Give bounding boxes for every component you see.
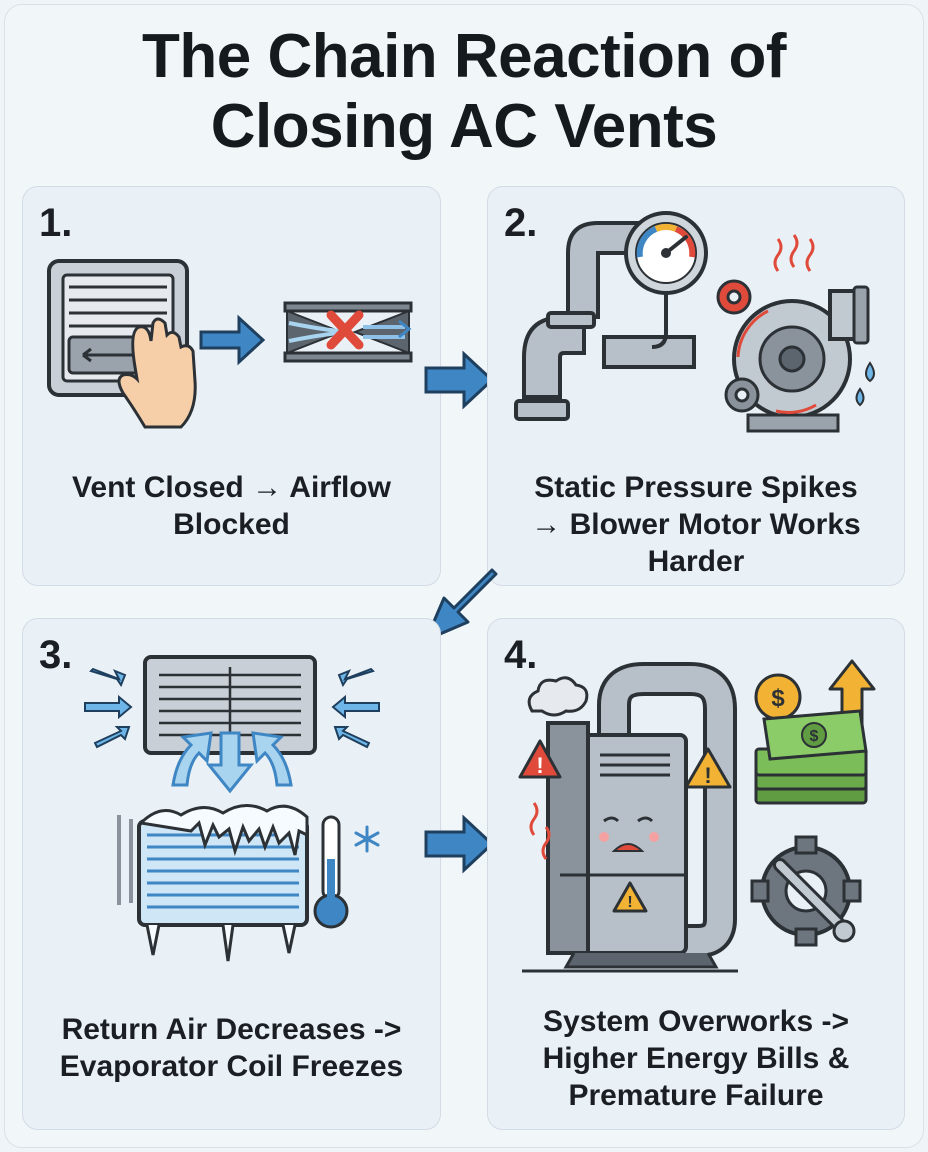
vent-closed-illustration xyxy=(47,259,413,429)
step-1-caption-line-2: Blocked xyxy=(173,508,290,541)
warning-icon: ! xyxy=(612,881,648,913)
sweat-drop-icon xyxy=(855,361,875,407)
blocked-duct-icon xyxy=(283,301,413,363)
step-4-caption-line-2: Higher Energy Bills & xyxy=(542,1042,850,1075)
air-inflow-arrows-icon xyxy=(84,667,380,749)
step-panel-4: 4. ! ! xyxy=(487,618,905,1130)
heat-waves-icon xyxy=(529,802,551,860)
return-vent-icon xyxy=(143,655,317,755)
dollar-coin-icon: $ xyxy=(754,673,802,721)
step-arrow-3-to-4 xyxy=(424,814,495,874)
blower-motor-icon xyxy=(732,285,870,433)
overworked-system-illustration: ! ! ! $ $ xyxy=(518,659,876,973)
pipe-icon xyxy=(601,666,733,954)
broken-gear-wrench-icon xyxy=(750,835,862,947)
step-2-caption-line-3: Harder xyxy=(647,545,745,578)
airflow-arrows-icon xyxy=(171,731,293,794)
svg-text:!: ! xyxy=(704,763,711,788)
svg-text:!: ! xyxy=(627,894,632,911)
warning-icon: ! xyxy=(518,739,562,779)
step-4-caption-line-1: System Overworks -> xyxy=(543,1005,849,1038)
svg-text:!: ! xyxy=(536,753,543,778)
snowflake-icon xyxy=(354,825,380,853)
step-number-4: 4. xyxy=(504,633,538,677)
step-number-1: 1. xyxy=(39,201,73,245)
frozen-coil-illustration xyxy=(84,655,380,962)
hand-icon xyxy=(117,317,197,429)
thermometer-icon xyxy=(313,815,349,929)
pressure-blower-illustration xyxy=(514,211,875,433)
title-line-1: The Chain Reaction of xyxy=(142,22,786,91)
step-number-2: 2. xyxy=(504,201,538,245)
furnace-unit-icon xyxy=(522,721,738,973)
gear-icon xyxy=(716,279,752,315)
step-4-caption-line-3: Premature Failure xyxy=(568,1079,824,1112)
step-3-caption-line-2: Evaporator Coil Freezes xyxy=(59,1050,404,1083)
step-1-caption-line-1: Vent Closed → Airflow xyxy=(72,471,391,504)
heat-waves-icon xyxy=(773,234,815,272)
step-caption-2: Static Pressure Spikes → Blower Motor Wo… xyxy=(498,469,894,580)
title-line-2: Closing AC Vents xyxy=(210,92,718,161)
page-title: The Chain Reaction of Closing AC Vents xyxy=(0,22,928,162)
step-panel-1: 1. xyxy=(22,186,441,586)
step-number-3: 3. xyxy=(39,633,73,677)
step-caption-4: System Overworks -> Higher Energy Bills … xyxy=(498,1003,894,1114)
pressure-gauge-icon xyxy=(624,211,708,349)
step-3-caption-line-1: Return Air Decreases -> xyxy=(61,1013,402,1046)
step-arrow-2-to-3 xyxy=(424,568,498,642)
step-panel-3: 3. xyxy=(22,618,441,1130)
warning-icon: ! xyxy=(684,747,732,789)
smoke-icon xyxy=(527,676,589,717)
flow-arrow-icon xyxy=(199,314,266,366)
svg-text:$: $ xyxy=(771,685,785,712)
step-caption-3: Return Air Decreases -> Evaporator Coil … xyxy=(33,1011,430,1085)
evaporator-coil-icon xyxy=(117,804,309,962)
svg-text:$: $ xyxy=(810,728,819,745)
x-mark-icon xyxy=(326,310,364,350)
money-stack-icon: $ xyxy=(754,709,868,805)
step-arrow-1-to-2 xyxy=(424,350,495,410)
step-2-caption-line-2: → Blower Motor Works xyxy=(531,508,861,541)
step-2-caption-line-1: Static Pressure Spikes xyxy=(534,471,858,504)
gear-icon xyxy=(724,377,760,413)
pipe-icon xyxy=(514,221,696,421)
step-caption-1: Vent Closed → Airflow Blocked xyxy=(33,469,430,543)
step-panel-2: 2. xyxy=(487,186,905,586)
